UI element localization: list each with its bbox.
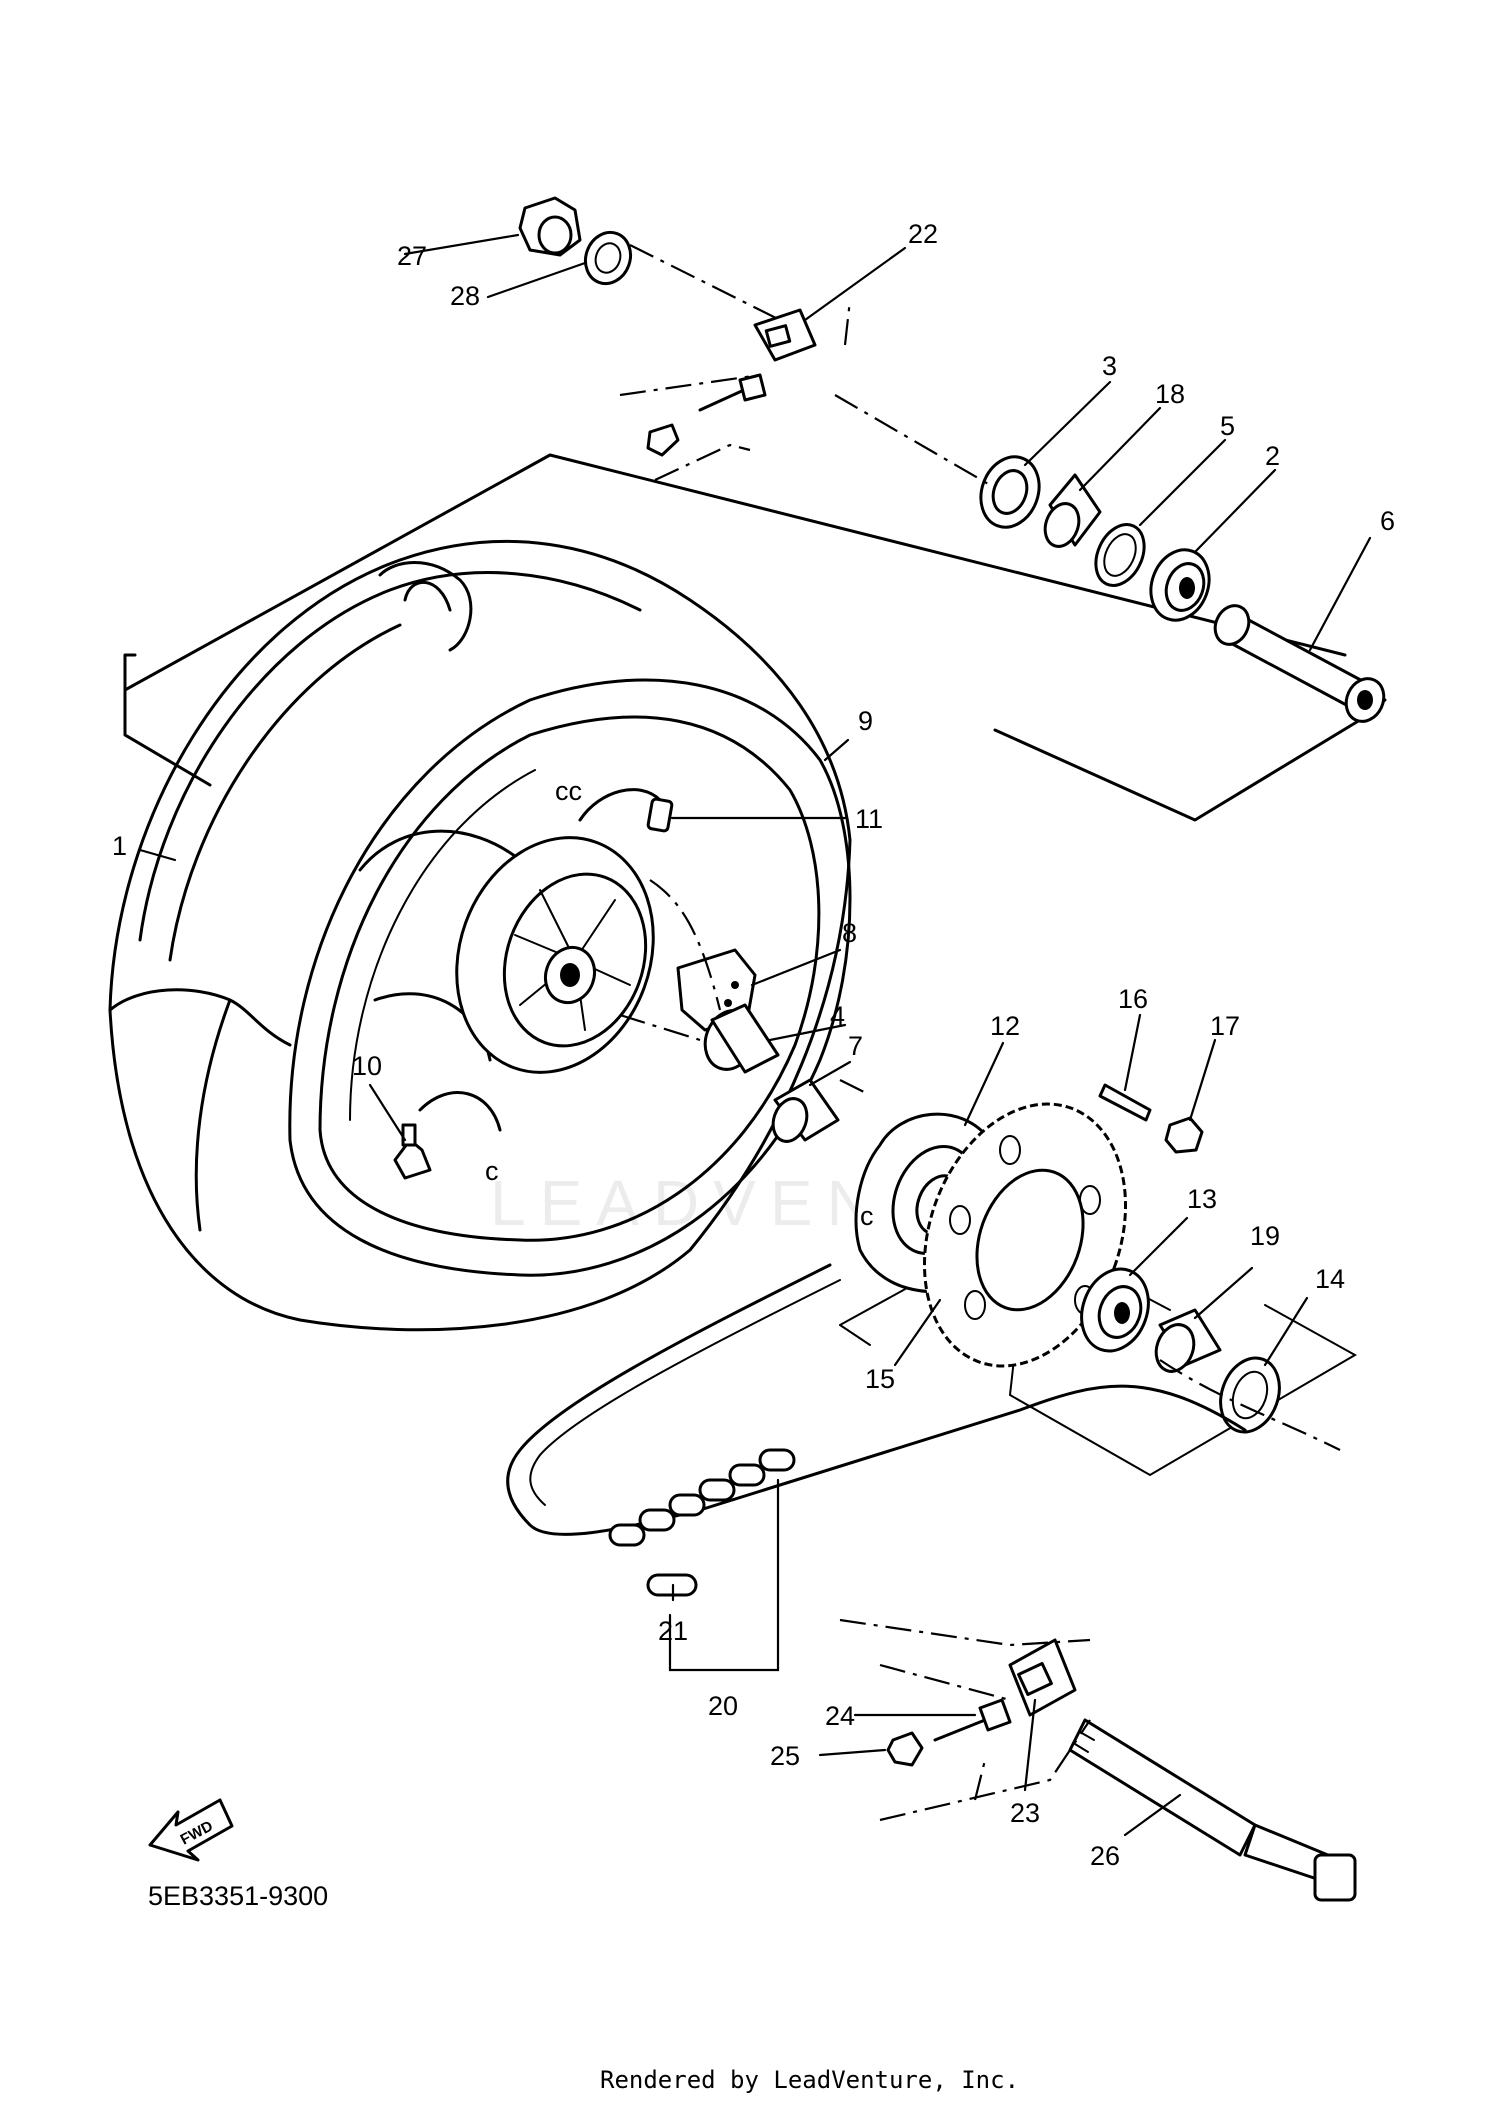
callout-18: 18 — [1155, 379, 1185, 409]
spacer-tube — [1213, 604, 1386, 723]
callout-2: 2 — [1265, 441, 1280, 471]
callout-12: 12 — [990, 1011, 1020, 1041]
hub-mark-c: c — [860, 1201, 874, 1231]
collar-19 — [1154, 1308, 1222, 1373]
stud-bolt — [1098, 1083, 1152, 1122]
callout-9: 9 — [858, 706, 873, 736]
oil-seal-14 — [1219, 1356, 1281, 1434]
diagram-code: 5EB3351-9300 — [148, 1881, 328, 1911]
adjust-nut-lower — [886, 1731, 924, 1767]
footer-credit: Rendered by LeadVenture, Inc. — [600, 2066, 1019, 2094]
callout-7: 7 — [848, 1031, 863, 1061]
washer-28 — [583, 230, 633, 286]
callout-23: 23 — [1010, 1798, 1040, 1828]
leader-lines — [138, 233, 1372, 1837]
axle-nut — [518, 196, 582, 257]
rim-mark-cc: cc — [555, 776, 582, 806]
wheel-assembly: cc c — [108, 539, 852, 1332]
rear-sprocket — [922, 1102, 1128, 1368]
upper-adjust-nut — [646, 423, 680, 457]
wheel-axle — [1068, 1718, 1357, 1902]
oil-seal — [979, 455, 1041, 529]
callout-labels: 1 2 3 4 5 6 7 8 9 10 11 12 13 14 15 16 1… — [112, 219, 1395, 1871]
chain-puller-upper — [698, 308, 817, 412]
rim-mark-c: c — [485, 1156, 499, 1186]
bearing-13 — [1080, 1267, 1150, 1353]
adjust-bolt — [933, 1698, 1012, 1742]
callout-17: 17 — [1210, 1011, 1240, 1041]
chain-links — [608, 1448, 796, 1547]
drive-chain — [506, 1263, 1247, 1547]
callout-21: 21 — [658, 1616, 688, 1646]
callout-26: 26 — [1090, 1841, 1120, 1871]
sprocket-nut — [1164, 1116, 1204, 1154]
callout-13: 13 — [1187, 1184, 1217, 1214]
callout-24: 24 — [825, 1701, 855, 1731]
callout-16: 16 — [1118, 984, 1148, 1014]
callout-1: 1 — [112, 831, 127, 861]
bearing-4 — [703, 1003, 780, 1074]
callout-20: 20 — [708, 1691, 738, 1721]
callout-10: 10 — [352, 1051, 382, 1081]
callout-25: 25 — [770, 1741, 800, 1771]
callout-11: 11 — [855, 804, 883, 834]
bearing-2 — [1149, 548, 1211, 622]
circlip — [1094, 523, 1146, 587]
callout-8: 8 — [842, 918, 857, 948]
callout-15: 15 — [865, 1364, 895, 1394]
callout-5: 5 — [1220, 411, 1235, 441]
fwd-arrow-icon: FWD — [148, 1798, 234, 1862]
callout-3: 3 — [1102, 351, 1117, 381]
collar — [1043, 473, 1102, 548]
axle-plane-outline — [123, 453, 1387, 822]
collar-7 — [771, 1078, 840, 1143]
callout-19: 19 — [1250, 1221, 1280, 1251]
callout-28: 28 — [450, 281, 480, 311]
chain-puller-lower — [1008, 1638, 1077, 1717]
callout-6: 6 — [1380, 506, 1395, 536]
callout-27: 27 — [397, 241, 427, 271]
callout-14: 14 — [1315, 1264, 1345, 1294]
callout-22: 22 — [908, 219, 938, 249]
callout-4: 4 — [830, 1001, 845, 1031]
alignment-lines — [619, 244, 1341, 1822]
balance-weight — [646, 797, 674, 833]
